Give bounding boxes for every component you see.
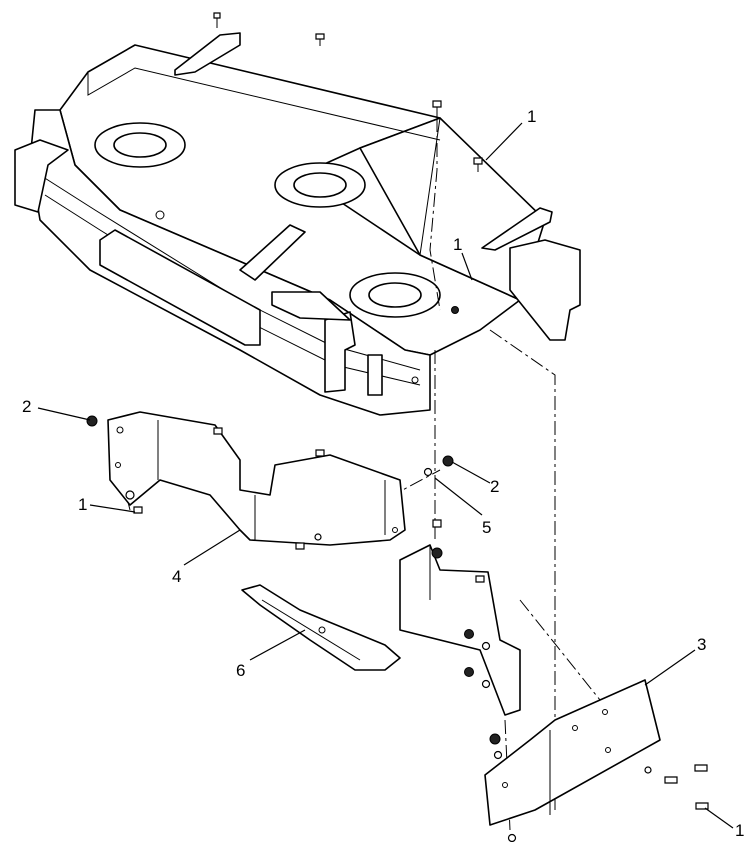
callout-5-washer: 5 bbox=[482, 518, 491, 537]
callout-3-deflector: 3 bbox=[697, 635, 706, 654]
hitch-bracket-right bbox=[481, 207, 553, 251]
spindle-opening-right bbox=[349, 272, 441, 318]
deck-left-bracket bbox=[14, 139, 69, 213]
callout-1-bolt-bottom: 1 bbox=[735, 821, 744, 840]
callout-1-bolt-deck: 1 bbox=[453, 235, 462, 254]
deck-center-plate bbox=[239, 224, 306, 281]
discharge-chute-part-3 bbox=[484, 679, 661, 826]
anti-scalp-roller bbox=[367, 354, 383, 396]
callout-1-bolt-left: 1 bbox=[78, 495, 87, 514]
spindle-opening-center bbox=[274, 162, 366, 208]
loose-hardware bbox=[86, 415, 709, 842]
callout-4-baffle: 4 bbox=[172, 567, 181, 586]
mower-blade-part-6 bbox=[241, 584, 401, 671]
mower-deck-housing bbox=[14, 32, 581, 416]
deck-hitch-assembly bbox=[509, 239, 581, 341]
deck-front-channel bbox=[99, 229, 261, 346]
hitch-bracket-left bbox=[174, 32, 241, 76]
deck-top-bolts bbox=[213, 12, 483, 172]
callout-1-bolt-top: 1 bbox=[527, 107, 536, 126]
deck-rear-bracket bbox=[271, 291, 351, 321]
callout-2-nut-right: 2 bbox=[490, 477, 499, 496]
callout-leaders bbox=[37, 122, 734, 829]
deck-right-bracket bbox=[324, 311, 356, 393]
callout-6-blade: 6 bbox=[236, 661, 245, 680]
spindle-opening-left bbox=[94, 122, 186, 168]
baffle-lower-section bbox=[399, 519, 521, 716]
baffle-part-4 bbox=[107, 411, 406, 546]
callout-2-nut-left: 2 bbox=[22, 397, 31, 416]
